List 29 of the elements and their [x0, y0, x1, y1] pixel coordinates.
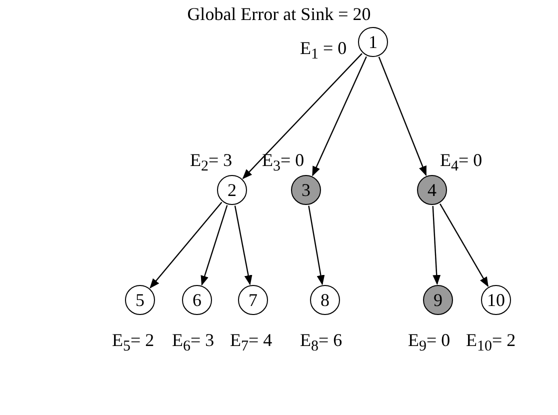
arrow — [200, 205, 228, 286]
node-circle: 9 — [423, 285, 453, 315]
error-annotation: E$_{10}$= 2 — [466, 330, 516, 357]
arrow — [234, 206, 252, 286]
error-annotation: E$_{8}$= 6 — [300, 330, 342, 357]
node-circle: 4 — [417, 175, 447, 205]
arrow — [432, 206, 441, 286]
arrow — [150, 202, 222, 288]
node-circle: 5 — [125, 285, 155, 315]
arrow — [308, 206, 325, 286]
node-circle: 8 — [310, 285, 340, 315]
node-circle: 6 — [182, 285, 212, 315]
node-circle: 3 — [291, 175, 321, 205]
error-annotation: E$_{9}$= 0 — [408, 330, 450, 357]
diagram-title: Global Error at Sink = 20 — [186, 4, 372, 25]
node-circle: 1 — [358, 27, 388, 57]
error-annotation: E$_{5}$= 2 — [112, 330, 154, 357]
node-circle: 7 — [238, 285, 268, 315]
error-annotation: E$_{1}$ = 0 — [300, 38, 347, 65]
node-circle: 10 — [481, 285, 511, 315]
node-circle: 2 — [217, 175, 247, 205]
error-annotation: E$_{4}$= 0 — [440, 150, 482, 177]
arrow — [378, 56, 427, 176]
error-annotation: E$_{2}$= 3 — [190, 150, 232, 177]
error-annotation: E$_{7}$= 4 — [230, 330, 272, 357]
arrow — [312, 56, 367, 176]
arrow — [242, 53, 362, 180]
arrow — [440, 204, 488, 288]
error-annotation: E$_{6}$= 3 — [172, 330, 214, 357]
